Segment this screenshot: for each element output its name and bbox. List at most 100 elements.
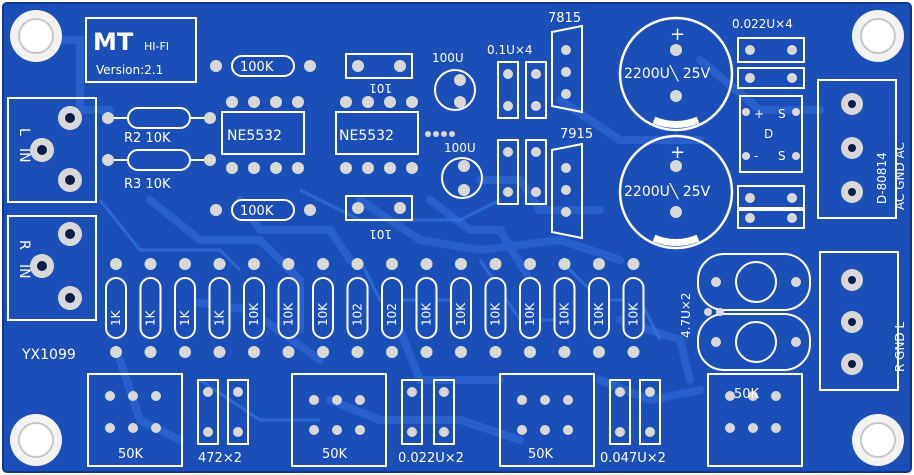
bridge-d: D	[764, 127, 773, 141]
vertical-resistor-label: 10K	[592, 302, 606, 326]
right-input-in: IN	[16, 264, 32, 279]
mounting-hole	[10, 414, 62, 466]
vertical-resistor: 10K	[277, 258, 300, 358]
cap-0-1u-group: 0.1U×4	[487, 43, 547, 205]
resistor-100k-bottom-label: 100K	[240, 204, 274, 219]
potentiometer-2-label: 50K	[322, 447, 348, 462]
vertical-resistor: 10K	[450, 258, 472, 358]
cap-0-022u-bottom-label: 0.022U×2	[398, 451, 464, 466]
bridge-s2: S	[778, 149, 786, 163]
resistor-r3: R3 10K	[102, 149, 216, 192]
bridge-plus: +	[754, 107, 764, 121]
potentiometer-3-label: 50K	[528, 447, 554, 462]
vertical-resistor-label: 10K	[282, 302, 296, 326]
mounting-hole	[10, 10, 62, 62]
vertical-resistor-label: 10K	[489, 302, 503, 326]
version-text: Version:2.1	[96, 63, 163, 77]
cap-100u-bottom-label: 100U	[444, 141, 476, 155]
cap-4-7u-group: 4.7U×2	[679, 253, 811, 371]
ac-connector-pins: AC GND AC	[893, 142, 907, 210]
cap-101-top-label: 101	[369, 81, 392, 95]
cap-100u-top-label: 100U	[432, 51, 464, 65]
cap-101-top: 101	[345, 53, 413, 95]
cap-0-022u-bottom-group: 0.022U×2	[398, 379, 464, 466]
vertical-resistor: 10K	[588, 258, 610, 358]
vertical-resistor-label: 1K	[109, 309, 123, 326]
vertical-resistor: 102	[381, 258, 403, 358]
resistor-r2: R2 10K	[102, 107, 216, 146]
vertical-resistor-label: 10K	[420, 302, 434, 326]
vertical-resistor: 1K	[105, 258, 127, 358]
vertical-resistor: 10K	[622, 258, 645, 358]
vertical-resistor-label: 1K	[178, 309, 192, 326]
ic-ne5532-right-label: NE5532	[339, 128, 394, 144]
ac-power-connector: D-80814 AC GND AC	[817, 79, 907, 219]
vertical-resistor: 10K	[415, 258, 438, 358]
vertical-resistor-label: 10K	[627, 302, 641, 326]
mounting-hole	[852, 414, 904, 466]
ac-connector-label: D-80814	[875, 152, 889, 204]
regulator-7815: 7815	[548, 11, 583, 114]
copper-traces-thin	[98, 188, 662, 422]
cap-100u-bottom: 100U	[441, 141, 483, 199]
potentiometer-1: 50K	[87, 373, 183, 467]
potentiometer-2: 50K	[291, 373, 387, 467]
cap-0-022u-top-label: 0.022U×4	[732, 17, 793, 31]
cap-2200u-top-plus: +	[670, 24, 685, 45]
vertical-resistor: 10K	[519, 258, 541, 358]
vertical-resistor-label: 1K	[213, 309, 227, 326]
vertical-resistor: 1K	[208, 258, 231, 358]
cap-101-bottom: 101	[345, 195, 413, 241]
vertical-resistor-label: 10K	[454, 302, 468, 326]
cap-4-7u-label: 4.7U×2	[679, 292, 693, 338]
brand-suffix: HI-FI	[144, 40, 169, 53]
output-connector: R GND L	[819, 251, 907, 391]
potentiometer-1-label: 50K	[118, 447, 144, 462]
right-input-connector: R IN	[7, 215, 97, 321]
vertical-resistor: 102	[346, 258, 369, 358]
regulator-7915: 7915	[551, 127, 593, 240]
cap-0-1u-label: 0.1U×4	[487, 43, 533, 57]
cap-2200u-top: + 2200U╲ 25V	[618, 16, 734, 132]
cap-0-047u-group: 0.047U×2	[600, 379, 666, 466]
left-input-in: IN	[16, 148, 32, 163]
vertical-resistor-label: 10K	[558, 302, 572, 326]
cap-101-bottom-label: 101	[369, 227, 392, 241]
potentiometer-3: 50K	[499, 373, 595, 467]
vertical-resistor: 10K	[553, 258, 576, 358]
vertical-resistor: 10K	[312, 258, 334, 358]
vertical-resistor-row: 1K 1K 1K 1K 10K 10K 10K 102 102 10K 10K 10K 10K 10K 10…	[105, 258, 645, 358]
cap-2200u-bottom: + 2200U╲ 25V	[618, 134, 734, 250]
potentiometer-4-label: 50K	[734, 387, 760, 402]
bridge-rectifier: + D - S S	[739, 95, 803, 173]
cap-0-022u-top: 0.022U×4	[732, 17, 805, 229]
ic-ne5532-left: NE5532	[221, 96, 305, 174]
vertical-resistor-label: 102	[385, 303, 399, 326]
right-input-r: R	[16, 240, 32, 250]
regulator-7915-label: 7915	[560, 127, 593, 142]
mounting-hole	[852, 10, 904, 62]
via-cluster	[425, 131, 455, 137]
bridge-s1: S	[778, 107, 786, 121]
vertical-resistor-label: 10K	[523, 302, 537, 326]
potentiometer-4: 50K	[707, 373, 803, 467]
cap-0-047u-label: 0.047U×2	[600, 451, 666, 466]
cap-2200u-bottom-plus: +	[670, 142, 685, 163]
cap-2200u-bottom-label: 2200U╲ 25V	[624, 183, 711, 200]
cap-100u-top: 100U	[432, 51, 476, 111]
cap-472-label: 472×2	[198, 451, 242, 466]
cap-2200u-top-label: 2200U╲ 25V	[624, 65, 711, 82]
resistor-100k-bottom: 100K	[210, 199, 316, 221]
ic-ne5532-left-label: NE5532	[227, 128, 282, 144]
resistor-r2-label: R2 10K	[124, 131, 171, 146]
vertical-resistor: 1K	[139, 258, 162, 358]
left-input-connector: L IN	[7, 97, 97, 203]
vertical-resistor-label: 10K	[316, 302, 330, 326]
vertical-resistor: 10K	[484, 258, 507, 358]
bridge-minus: -	[754, 149, 758, 163]
cap-472-group: 472×2	[197, 379, 249, 466]
brand-text: MT	[93, 28, 134, 56]
vertical-resistor: 1K	[174, 258, 196, 358]
